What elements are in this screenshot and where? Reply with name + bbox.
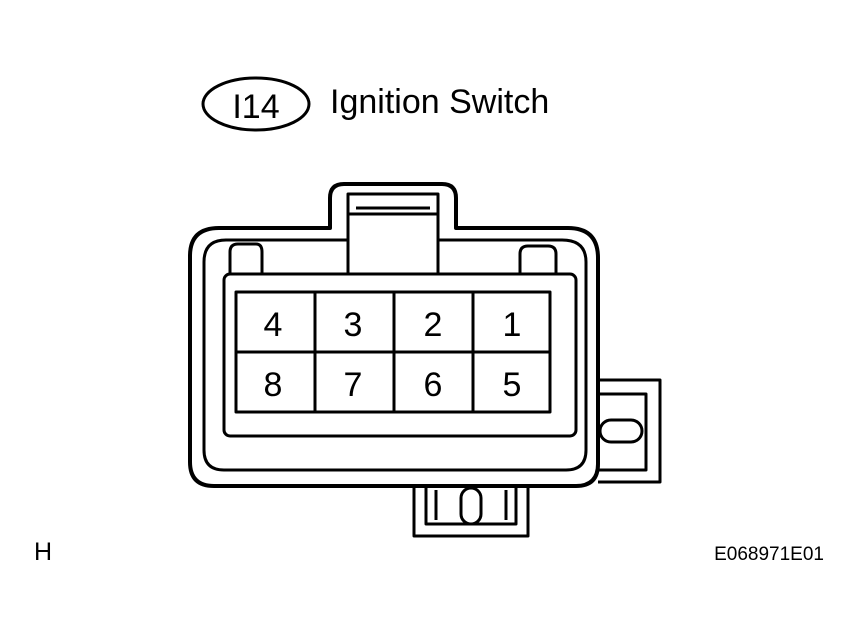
- pin-number-1: 1: [503, 306, 522, 344]
- pin-number-6: 6: [424, 366, 443, 404]
- connector-code-oval: [201, 76, 311, 132]
- side-lock-slot: [598, 418, 644, 444]
- connector-code: I14: [232, 88, 279, 126]
- pin-number-4: 4: [264, 306, 283, 344]
- housing-inner-shell: [202, 192, 588, 472]
- pin-numbers: 4 3 2 1 8 7 6 5: [264, 306, 522, 404]
- pin-number-8: 8: [264, 366, 283, 404]
- connector-housing: [188, 182, 662, 538]
- left-key: [228, 242, 264, 274]
- pin-number-7: 7: [344, 366, 363, 404]
- connector-title: I14 Ignition Switch: [201, 76, 549, 132]
- right-key: [518, 244, 558, 274]
- connector-name: Ignition Switch: [330, 83, 549, 121]
- side-lock-tab-inner: [598, 392, 648, 472]
- cavity-frame: [222, 272, 578, 438]
- pin-number-3: 3: [344, 306, 363, 344]
- housing-outer-shell: [188, 182, 600, 488]
- view-letter: H: [34, 538, 53, 566]
- side-lock-tab: [598, 378, 662, 484]
- bottom-terminal-tab-inner: [424, 486, 518, 526]
- pin-number-2: 2: [424, 306, 443, 344]
- figure-code: E068971E01: [714, 544, 824, 565]
- bottom-terminal-slot: [459, 486, 483, 526]
- bottom-terminal-tab: [412, 486, 530, 538]
- pin-number-5: 5: [503, 366, 522, 404]
- top-latch: [346, 212, 440, 274]
